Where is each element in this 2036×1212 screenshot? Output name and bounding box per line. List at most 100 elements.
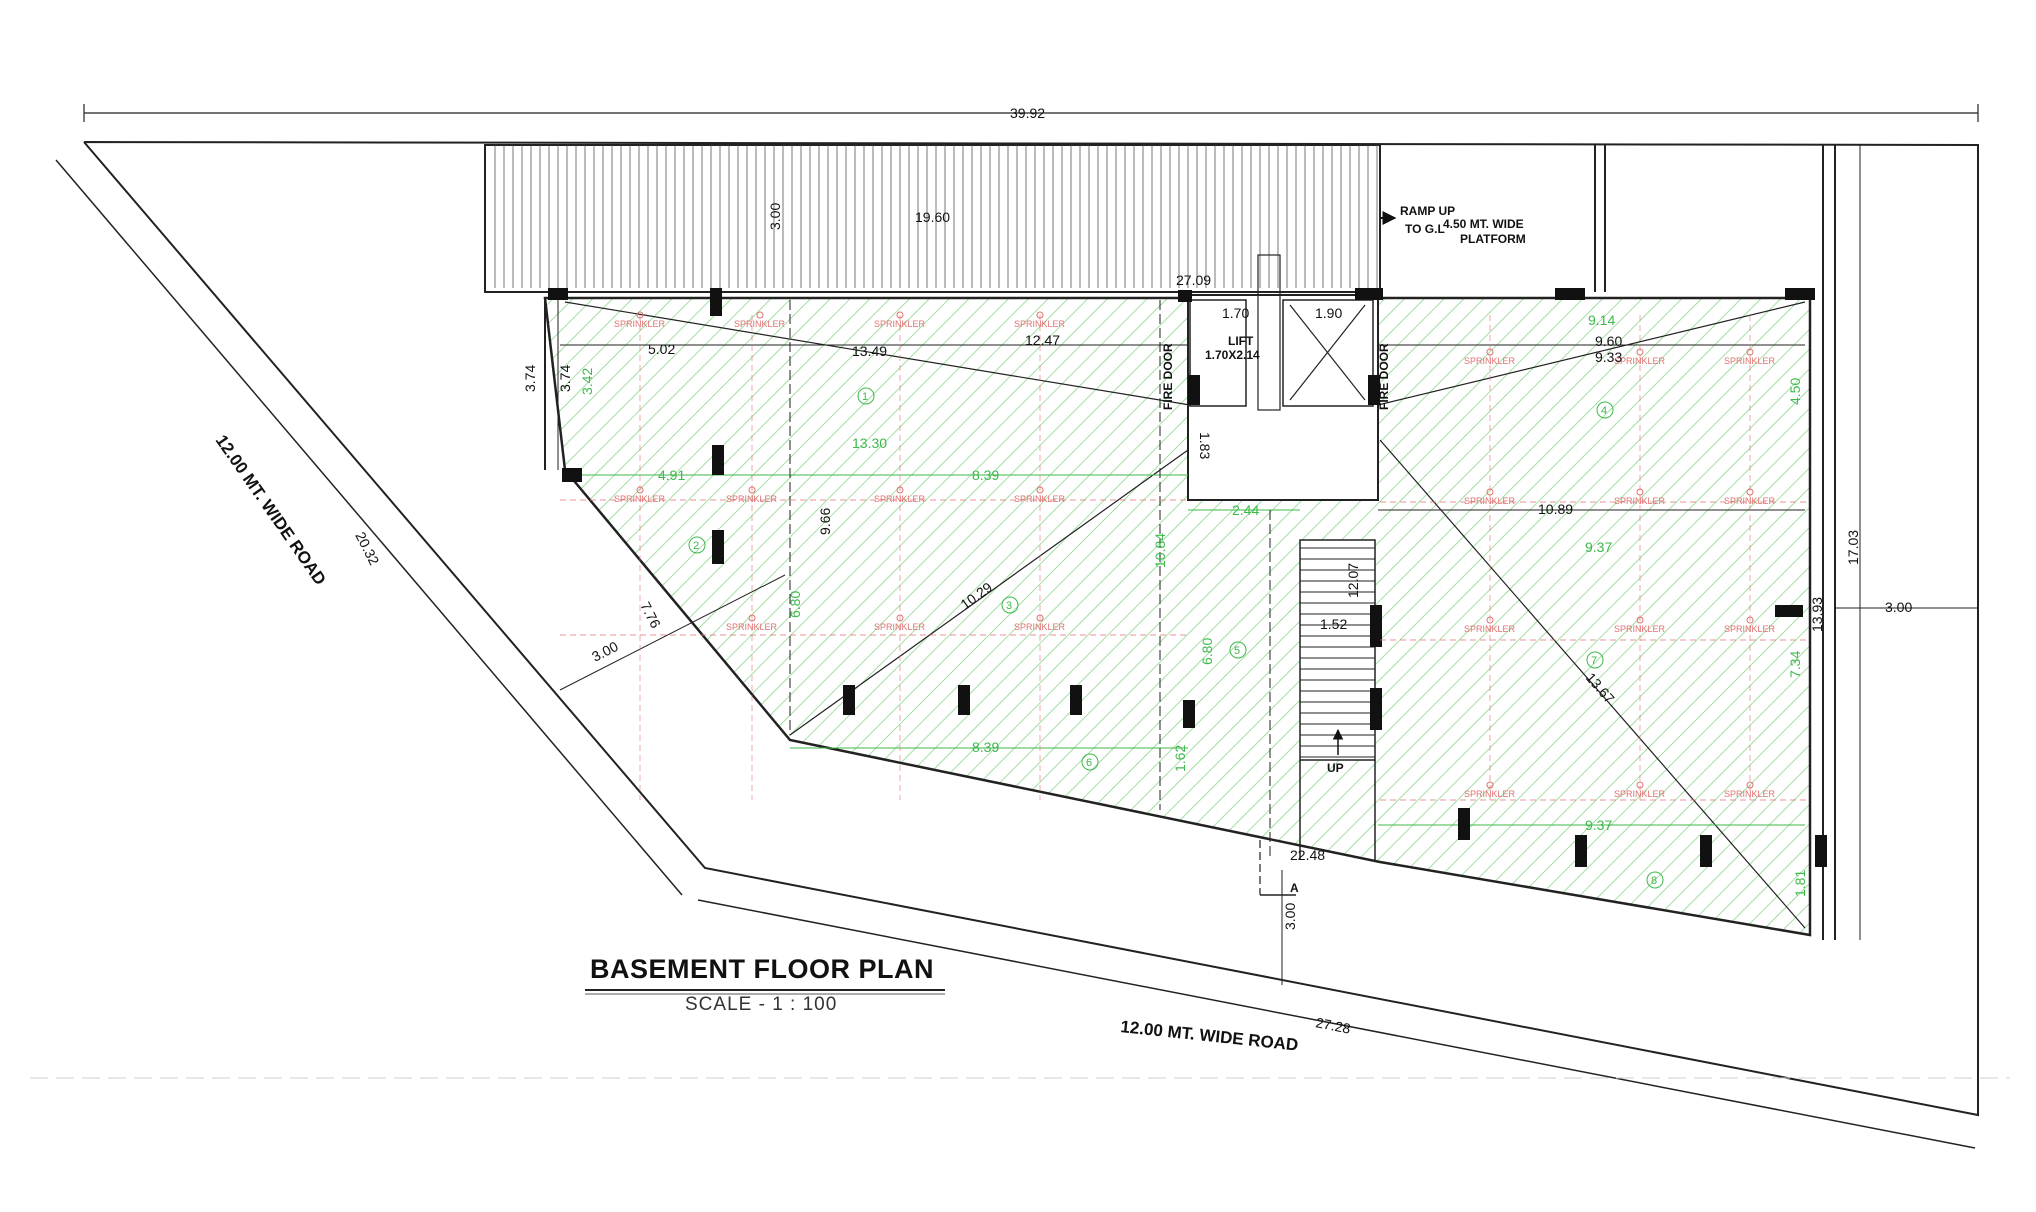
column [1775,605,1803,617]
ramp-label-1: RAMP UP [1400,204,1455,218]
zone-7: 7 [1591,655,1597,667]
column [958,685,970,715]
page-title: BASEMENT FLOOR PLAN [590,954,934,984]
column [1458,808,1470,840]
sprinkler-label: SPRINKLER [734,319,786,329]
dim-5-02: 5.02 [648,341,675,357]
zone-4: 4 [1601,405,1607,417]
column [1370,605,1382,647]
left-road-edge [55,159,683,896]
ramp [484,144,1381,293]
basement-parking-area [543,296,1812,937]
gdim-1-81: 1.81 [1792,870,1808,897]
platform-label-1: 4.50 MT. WIDE [1443,217,1524,231]
dim-3-74-b: 3.74 [557,365,573,392]
column [562,468,582,482]
dim-13-93: 13.93 [1809,597,1825,632]
lift-size: 1.70X2.14 [1205,348,1260,362]
column [1355,288,1383,300]
dim-12-47: 12.47 [1025,332,1060,348]
dim-1-52: 1.52 [1320,616,1347,632]
dim-7-76: 7.76 [637,599,664,631]
gdim-4-50: 4.50 [1787,378,1803,405]
dim-ramp-length: 19.60 [915,209,950,225]
gdim-4-91: 4.91 [658,467,685,483]
sprinkler-label: SPRINKLER [1724,789,1776,799]
lift-label: LIFT [1228,334,1254,348]
column [1188,375,1200,405]
gdim-9-37-a: 9.37 [1585,539,1612,555]
column [843,685,855,715]
gdim-8-39-a: 8.39 [972,467,999,483]
column [712,530,724,564]
zone-1: 1 [862,391,868,403]
sprinklers: SPRINKLER SPRINKLER SPRINKLER SPRINKLER SPRI… [560,311,1810,801]
dim-9-33: 9.33 [1595,349,1622,365]
column [1815,835,1827,867]
sprinkler-label: SPRINKLER [874,319,926,329]
platform-label-2: PLATFORM [1460,232,1526,246]
diagonal-10-29 [789,449,1189,736]
dim-13-49: 13.49 [852,343,887,359]
sprinkler-label: SPRINKLER [1464,789,1516,799]
fire-door-left: FIRE DOOR [1161,343,1175,410]
dim-setback-right: 3.00 [1885,599,1912,615]
ramp-slope-lines [494,145,1378,288]
gdim-6-80-b: 6.80 [1199,638,1215,665]
zone-markers: 1 2 3 4 5 6 7 8 [688,387,1664,889]
dim-27-09: 27.09 [1176,272,1211,288]
diagonal-13-67 [1379,439,1806,929]
gdim-3-42: 3.42 [579,368,595,395]
zone-6: 6 [1086,757,1092,769]
dim-ramp-width: 3.00 [767,203,783,230]
dim-17-03: 17.03 [1845,530,1861,565]
staircase [1299,539,1376,761]
column [1700,835,1712,867]
dim-10-89: 10.89 [1538,501,1573,517]
fire-door-right: FIRE DOOR [1377,343,1391,410]
dim-22-48: 22.48 [1290,847,1325,863]
section-marker: A [1290,881,1299,895]
sprinkler: SPRINKLER [734,311,786,329]
column [548,288,568,300]
gdim-13-30: 13.30 [852,435,887,451]
stair-up-label: UP [1327,761,1344,775]
gdim-2-44: 2.44 [1232,502,1259,518]
zone-3: 3 [1006,600,1012,612]
gdim-7-34: 7.34 [1787,651,1803,678]
zone-2: 2 [693,540,699,552]
column [1368,375,1380,405]
dim-setback-bottom: 3.00 [1282,903,1298,930]
column [712,445,724,475]
dim-12-07: 12.07 [1345,563,1361,598]
diagonal-13-49 [564,301,1191,406]
sprinkler-label: SPRINKLER [1014,319,1066,329]
structural-columns [548,288,1827,867]
diagonal-9-33 [1377,301,1806,406]
zone-8: 8 [1651,875,1657,887]
column [1070,685,1082,715]
column [1370,688,1382,730]
dim-20-32: 20.32 [352,529,382,568]
gdim-9-37-b: 9.37 [1585,817,1612,833]
gdim-9-14: 9.14 [1588,312,1615,328]
column [1178,290,1192,302]
gdim-6-80-a: 6.80 [787,591,803,618]
left-road-label: 12.00 MT. WIDE ROAD [212,431,330,588]
dim-1-83: 1.83 [1197,432,1213,459]
gdim-10-84: 10.84 [1152,533,1168,568]
dim-9-66: 9.66 [817,508,833,535]
sprinkler-label: SPRINKLER [1614,789,1666,799]
column [1555,288,1585,300]
dim-setback-left: 3.00 [589,638,621,665]
bottom-road-label: 12.00 MT. WIDE ROAD [1120,1017,1300,1055]
scale-label: SCALE - 1 : 100 [685,994,837,1015]
column [710,288,722,316]
column [1575,835,1587,867]
column [1183,700,1195,728]
gdim-8-39-b: 8.39 [972,739,999,755]
dim-27-28: 27.28 [1314,1014,1352,1036]
dim-lift-w1: 1.70 [1222,305,1249,321]
bottom-road-edge [697,899,1976,1149]
